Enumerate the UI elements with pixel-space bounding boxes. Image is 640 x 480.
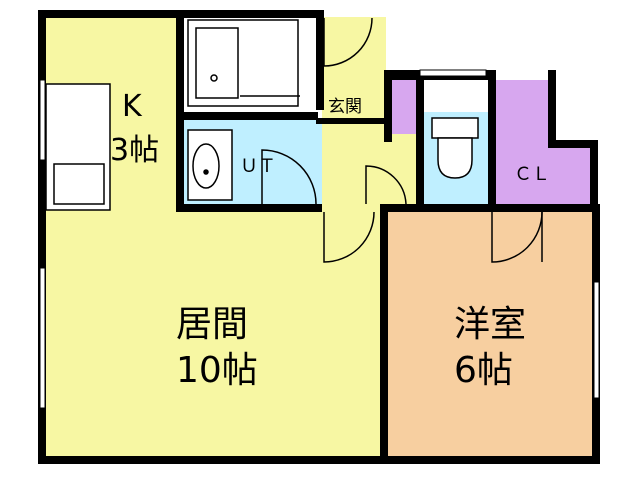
closet-name: ＣＬ <box>514 164 550 185</box>
kitchen-counter <box>45 83 111 211</box>
bathtub <box>187 19 300 107</box>
toilet <box>431 117 479 179</box>
western-size: 6帖 <box>454 350 513 391</box>
living-size: 10帖 <box>176 350 258 391</box>
utility-name: ＵＴ <box>240 156 276 177</box>
kitchen-size: 3帖 <box>110 133 159 168</box>
door-swings <box>261 17 543 263</box>
living-name: 居間 <box>176 304 248 345</box>
western-name: 洋室 <box>454 304 526 345</box>
windows <box>39 69 600 409</box>
closet-upper-floor <box>390 80 416 134</box>
kitchen-name: K <box>122 89 143 124</box>
western-room-floor <box>386 210 592 460</box>
entrance-name: 玄関 <box>328 97 362 117</box>
washbasin <box>187 129 233 201</box>
closet-floor <box>494 80 590 206</box>
